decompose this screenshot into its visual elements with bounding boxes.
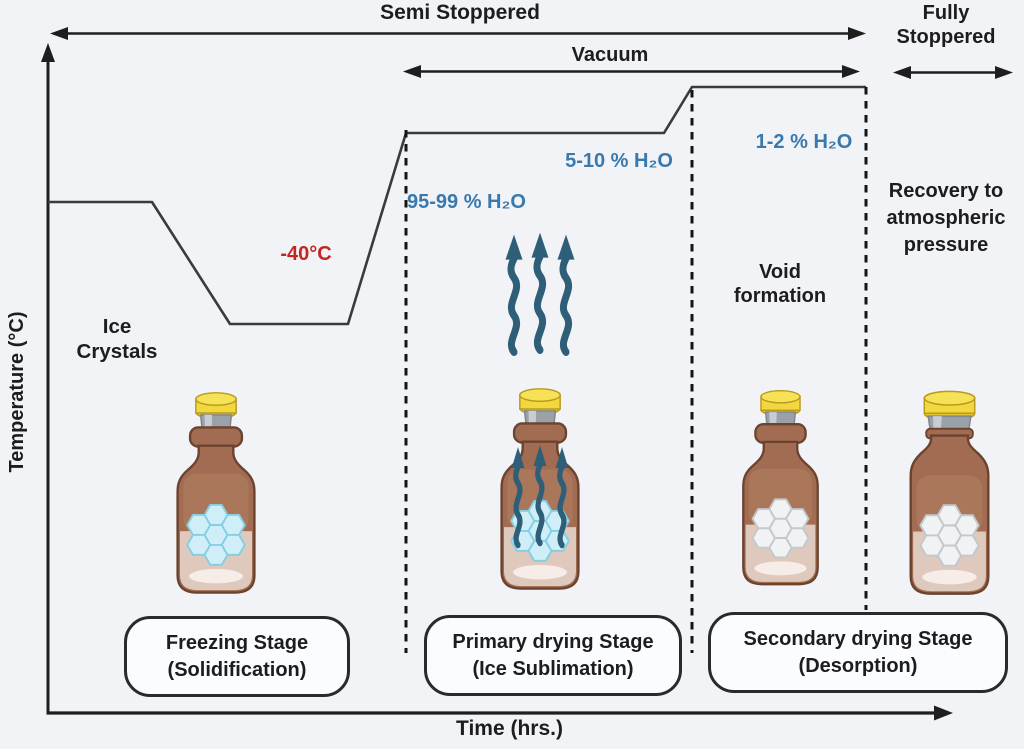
freezing-vial-icon: [178, 393, 255, 593]
fully-stoppered-label: Fully Stoppered: [896, 2, 996, 48]
recovery-annotation: Recovery to atmospheric pressure: [886, 180, 1006, 256]
freezing-stage-box: Freezing Stage (Solidification): [124, 616, 350, 697]
water-content-5-10-annotation: 5-10 % H₂O: [565, 150, 673, 172]
void-formation-annotation: Void formation: [733, 261, 827, 308]
primary-drying-stage-box: Primary drying Stage (Ice Sublimation): [424, 615, 682, 696]
secondary-drying-vial-icon: [743, 391, 817, 584]
vacuum-label: Vacuum: [571, 44, 649, 66]
temperature-curve: [48, 85, 866, 326]
stage-title: Freezing Stage: [165, 632, 309, 655]
x-axis: [46, 705, 953, 721]
vacuum-range-arrow: [403, 65, 860, 78]
stage-subtitle: (Solidification): [167, 658, 307, 681]
freezing-temperature-annotation: -40°C: [280, 243, 332, 265]
fully-stoppered-vial-icon: [911, 391, 989, 593]
water-content-95-99-annotation: 95-99 % H₂O: [407, 191, 526, 213]
x-axis-label: Time (hrs.): [456, 717, 563, 740]
stage-title: Primary drying Stage: [452, 631, 654, 654]
stage-title: Secondary drying Stage: [743, 628, 973, 651]
y-axis: [41, 43, 55, 715]
water-content-1-2-annotation: 1-2 % H₂O: [755, 131, 853, 153]
y-axis-label: Temperature (°C): [5, 311, 28, 473]
fully-stoppered-range-arrow: [893, 66, 1013, 79]
ice-crystals-annotation: Ice Crystals: [76, 315, 158, 363]
stage-subtitle: (Ice Sublimation): [472, 657, 634, 680]
sublimation-arrows-icon: [506, 233, 575, 352]
stage-subtitle: (Desorption): [798, 654, 918, 677]
semi-stoppered-label: Semi Stoppered: [380, 1, 540, 24]
secondary-drying-stage-box: Secondary drying Stage (Desorption): [708, 612, 1008, 693]
semi-stoppered-range-arrow: [50, 27, 866, 40]
